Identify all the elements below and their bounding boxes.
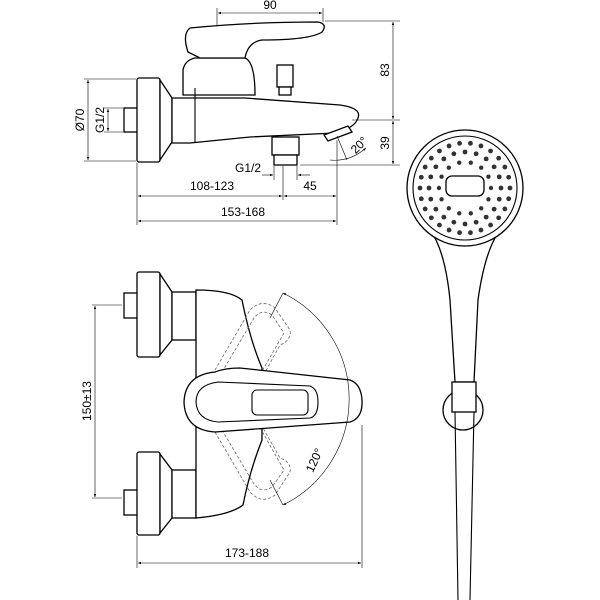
nozzle-dot [451, 151, 457, 157]
nozzle-dot [457, 140, 462, 146]
aerator [323, 125, 353, 142]
nozzle-dot [491, 164, 497, 170]
nozzle-dot [437, 148, 442, 154]
dim-total-depth: 153-168 [221, 205, 265, 219]
nozzle-dot [457, 211, 462, 216]
nozzle-dot [441, 214, 447, 220]
dim-height-top: 83 [378, 63, 392, 77]
spray-selector [445, 175, 485, 197]
dim-spout-angle: 20° [348, 134, 371, 157]
nozzle-dot [451, 219, 457, 225]
nozzle-dot [417, 185, 423, 191]
nozzle-dot [498, 185, 504, 191]
nozzle-dot [468, 160, 473, 165]
inlet-stub-top [123, 292, 139, 319]
dim-wall-to-outlet: 108-123 [190, 179, 234, 193]
nozzle-dot [506, 174, 512, 180]
handle-stem [182, 57, 256, 96]
nozzle-dot [468, 140, 473, 146]
nozzle-dot [479, 206, 484, 211]
flange-top [136, 271, 161, 358]
nozzle-dot [479, 165, 484, 170]
dim-handle-length: 90 [263, 0, 277, 12]
shower-handle [428, 229, 502, 383]
nozzle-dot [446, 227, 452, 233]
nozzle-dot [446, 143, 452, 149]
nozzle-dot [486, 197, 491, 202]
nozzle-dot [488, 148, 493, 154]
holder-clip [451, 381, 477, 413]
nozzle-dot [462, 221, 468, 227]
nozzle-dot [496, 155, 502, 161]
nozzle-dot [439, 174, 444, 179]
nozzle-dot [491, 206, 497, 212]
rotation-arc [282, 292, 350, 506]
nozzle-dot [506, 196, 512, 202]
nozzle-dot [496, 196, 502, 202]
nozzle-dot [483, 156, 489, 162]
nozzle-dot [473, 219, 479, 225]
nozzle-dot [483, 214, 489, 220]
front-view: 120° 150±13 173-188 [80, 271, 363, 568]
nozzle-dot [428, 155, 434, 161]
nozzle-pattern [417, 140, 513, 236]
nozzle-dot [446, 165, 451, 170]
nozzle-dot [426, 185, 432, 191]
nozzle-dot [433, 164, 439, 170]
dim-flange-diameter: Ø70 [73, 108, 87, 131]
nozzle-dot [468, 230, 473, 236]
nozzle-dot [478, 227, 484, 233]
front-lever [183, 367, 363, 433]
dim-outlet-to-spout: 45 [303, 179, 317, 193]
nozzle-dot [488, 185, 494, 191]
wall-flange [136, 77, 161, 163]
nozzle-dot [468, 211, 473, 216]
nozzle-dot [428, 215, 434, 221]
nozzle-dot [502, 164, 508, 170]
nozzle-dot [488, 222, 493, 228]
nozzle-dot [441, 156, 447, 162]
nozzle-dot [446, 206, 451, 211]
dim-outlet-thread: G1/2 [235, 161, 261, 175]
nozzle-dot [486, 174, 491, 179]
nozzle-dot [457, 160, 462, 165]
diverter-stem [278, 86, 292, 96]
inlet-stub-bottom [123, 489, 139, 516]
nozzle-dot [502, 206, 508, 212]
nozzle-dot [418, 196, 424, 202]
flange-bottom [136, 451, 161, 536]
nozzle-dot [422, 164, 428, 170]
lever [184, 21, 325, 59]
nozzle-dot [433, 206, 439, 212]
dim-inlet-spacing: 150±13 [80, 381, 94, 421]
nozzle-dot [496, 174, 502, 180]
nozzle-dot [457, 230, 462, 236]
hand-shower [406, 129, 524, 600]
flange-cone [159, 77, 173, 163]
nozzle-dot [439, 197, 444, 202]
nozzle-dot [422, 206, 428, 212]
inlet-stub [123, 107, 139, 133]
outlet-connector [271, 136, 300, 156]
outlet-thread [273, 154, 298, 166]
diverter-knob [276, 64, 294, 88]
nozzle-dot [428, 174, 434, 180]
nozzle-dot [473, 151, 479, 157]
nozzle-dot [507, 185, 513, 191]
dim-inlet-thread: G1/2 [93, 107, 107, 133]
shower-hose [454, 411, 475, 600]
nozzle-dot [462, 149, 468, 155]
nozzle-dot [418, 174, 424, 180]
nozzle-dot [478, 143, 484, 149]
nozzle-dot [436, 185, 442, 191]
lever-rotated-positions [214, 303, 291, 500]
dim-height-spout: 39 [378, 136, 392, 150]
side-view: 90 83 39 Ø70 G1/2 G1/2 108-123 45 153-16… [73, 0, 400, 225]
dim-lever-rotation: 120° [303, 446, 326, 475]
nozzle-dot [428, 196, 434, 202]
dim-total-depth-front: 173-188 [225, 546, 269, 560]
nozzle-dot [437, 222, 442, 228]
nozzle-dot [496, 215, 502, 221]
